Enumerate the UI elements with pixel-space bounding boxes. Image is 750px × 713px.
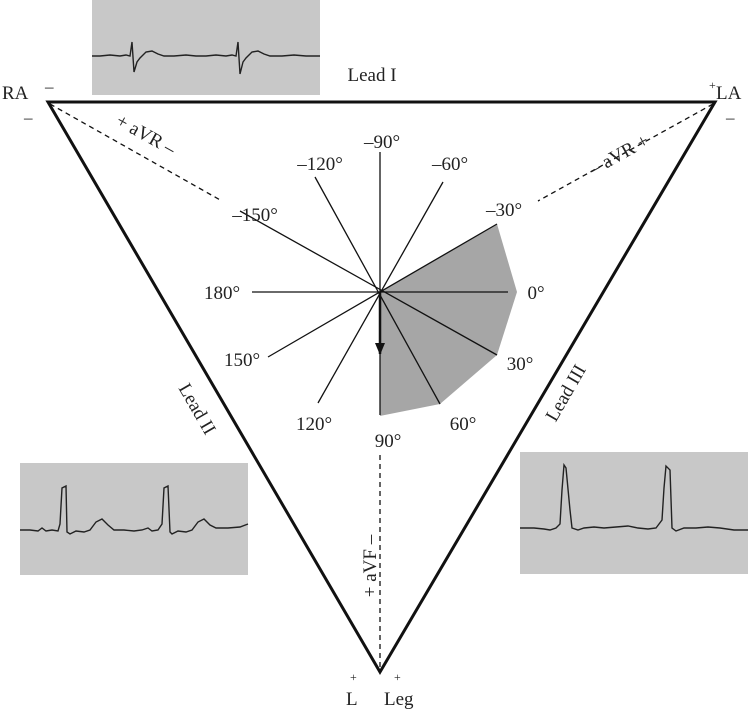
lead-i-label: Lead I bbox=[347, 65, 396, 86]
lead-iii-label: Lead III bbox=[542, 361, 591, 425]
leg-left-sign: + bbox=[350, 670, 357, 684]
ra-sign-top: – bbox=[44, 77, 54, 96]
angle-label-120: 120° bbox=[296, 414, 332, 435]
angle-label-minus150: –150° bbox=[231, 205, 278, 226]
leg-left-label: L bbox=[346, 689, 358, 710]
angle-label-60: 60° bbox=[450, 414, 477, 435]
la-sign-bottom: – bbox=[725, 108, 735, 127]
normal-axis-sector bbox=[380, 224, 517, 416]
angle-label-30: 30° bbox=[507, 354, 534, 375]
leg-right-label: Leg bbox=[384, 689, 414, 710]
angle-label-180: 180° bbox=[204, 283, 240, 304]
ecg-strip-lead-iii bbox=[520, 452, 748, 574]
hexaxial-spokes bbox=[239, 152, 508, 415]
angle-label-90: 90° bbox=[375, 431, 402, 452]
angle-label-minus30: –30° bbox=[485, 200, 522, 221]
einthoven-triangle bbox=[45, 100, 718, 675]
axis-line-30-minus150 bbox=[239, 210, 498, 356]
ra-label: RA bbox=[2, 83, 29, 104]
lead-ii-label: Lead II bbox=[174, 380, 220, 438]
angle-label-minus120: –120° bbox=[296, 154, 343, 175]
ecg-strip-lead-ii bbox=[20, 463, 249, 575]
la-label: LA bbox=[716, 83, 742, 104]
angle-label-minus90: –90° bbox=[363, 132, 400, 153]
angle-label-150: 150° bbox=[224, 350, 260, 371]
ecg-strip-lead-i bbox=[92, 0, 320, 95]
ra-sign-bottom: – bbox=[23, 108, 33, 127]
avr-right-label: – aVR + bbox=[585, 130, 653, 180]
la-sign-top: + bbox=[709, 78, 716, 92]
axis-line-60-minus120 bbox=[314, 176, 441, 405]
angle-label-minus60: –60° bbox=[431, 154, 468, 175]
avf-label: + aVF – bbox=[360, 534, 381, 597]
leg-right-sign: + bbox=[394, 670, 401, 684]
avr-left-label: + aVR – bbox=[112, 110, 179, 160]
avr-axis-left bbox=[49, 103, 223, 202]
avr-axis-right bbox=[537, 103, 714, 202]
angle-label-0: 0° bbox=[527, 283, 544, 304]
